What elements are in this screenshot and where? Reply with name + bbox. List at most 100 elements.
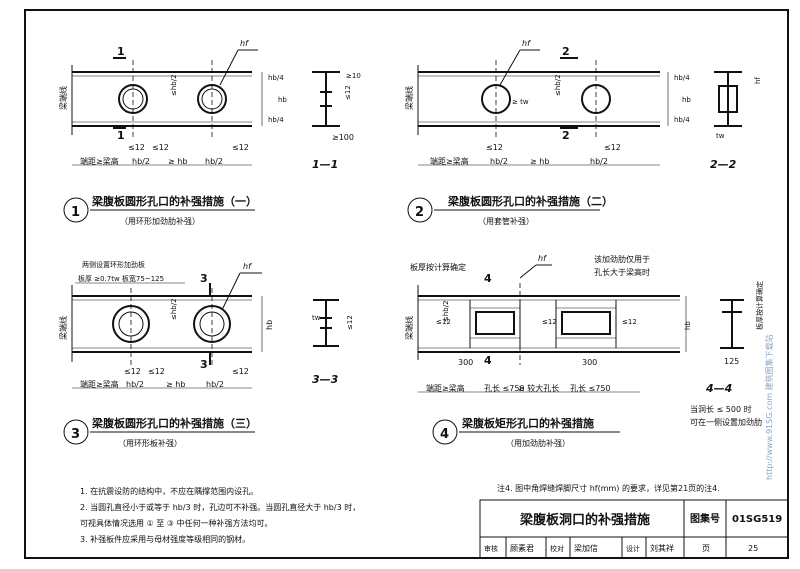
svg-text:≤hb/2: ≤hb/2 (442, 300, 450, 322)
svg-text:hb: hb (278, 96, 287, 104)
svg-text:设计: 设计 (626, 544, 640, 553)
svg-text:≤12: ≤12 (346, 315, 354, 330)
svg-text:≤12: ≤12 (344, 85, 352, 100)
svg-text:≤12: ≤12 (148, 367, 165, 376)
caption-2: 2 梁腹板圆形孔口的补强措施（二） （用套管补强） (407, 194, 613, 226)
svg-text:≤12: ≤12 (622, 318, 637, 326)
svg-text:板厚按计算确定: 板厚按计算确定 (755, 281, 764, 330)
svg-text:可视具体情况选用 ① 至 ③ 中任何一种补强方法均可。: 可视具体情况选用 ① 至 ③ 中任何一种补强方法均可。 (80, 518, 273, 528)
svg-text:hf: hf (240, 39, 249, 48)
svg-text:tw: tw (716, 132, 725, 140)
svg-text:125: 125 (724, 357, 739, 366)
svg-text:2. 当圆孔直径小于或等于 hb/3 时，孔边可不补强。当圆: 2. 当圆孔直径小于或等于 hb/3 时，孔边可不补强。当圆孔直径大于 hb/3… (80, 502, 360, 512)
svg-text:板厚按计算确定: 板厚按计算确定 (410, 262, 466, 272)
svg-text:hf: hf (243, 262, 252, 271)
svg-text:2: 2 (562, 45, 570, 58)
detail-4: 板厚按计算确定 该加劲肋仅用于 孔长大于梁高时 梁端线 4 4 hf ≤12 ≤… (404, 254, 764, 427)
svg-text:审核: 审核 (484, 544, 498, 553)
svg-text:梁端线: 梁端线 (404, 86, 414, 110)
svg-text:≤12: ≤12 (232, 143, 249, 152)
svg-text:≤12: ≤12 (152, 143, 169, 152)
section-1-1: 1—1 (312, 158, 338, 171)
svg-text:hf: hf (538, 254, 547, 263)
section-4-4: 4—4 (705, 382, 732, 395)
beam-edge-label-1: 梁端线 (58, 86, 68, 110)
svg-text:端距≥梁高: 端距≥梁高 (426, 383, 465, 393)
svg-text:hf: hf (754, 77, 762, 84)
svg-text:tw: tw (312, 314, 321, 322)
atlas-number: 01SG519 (732, 514, 782, 525)
svg-text:≤12: ≤12 (128, 143, 145, 152)
svg-text:hb/2: hb/2 (490, 157, 508, 166)
svg-text:hb/2: hb/2 (132, 157, 150, 166)
svg-text:4: 4 (484, 272, 492, 285)
detail-3: 两侧设置环形加劲板 板厚 ≥0.7tw 板宽75~125 梁端线 3 3 hf … (58, 260, 354, 389)
svg-text:（用环形加劲肋补强）: （用环形加劲肋补强） (120, 216, 200, 226)
svg-text:≤hb/2: ≤hb/2 (170, 298, 178, 320)
svg-text:≤12: ≤12 (486, 143, 503, 152)
svg-text:≤hb/2: ≤hb/2 (170, 74, 178, 96)
svg-text:梁加信: 梁加信 (574, 543, 598, 553)
svg-text:1: 1 (117, 129, 125, 142)
svg-text:≤12: ≤12 (124, 367, 141, 376)
note-4: 注4. 图中角焊缝焊脚尺寸 hf(mm) 的要求，详见第21页的注4. (497, 483, 720, 493)
detail-1: 梁端线 1 1 hf ≤hb/2 hb/4 hb hb/4 端距≥梁高 ≤12 … (58, 39, 361, 171)
svg-text:hb/4: hb/4 (674, 116, 690, 124)
svg-text:hb/4: hb/4 (268, 74, 284, 82)
svg-text:刘其祥: 刘其祥 (650, 543, 674, 553)
svg-text:≥100: ≥100 (332, 133, 354, 142)
caption-3: 3 梁腹板圆形孔口的补强措施（三） （用环形板补强） (63, 416, 257, 448)
svg-text:图集号: 图集号 (690, 512, 720, 525)
svg-text:1: 1 (71, 205, 80, 220)
svg-text:≥ tw: ≥ tw (512, 98, 529, 106)
svg-text:≥ hb: ≥ hb (168, 157, 187, 166)
svg-text:hb: hb (682, 96, 691, 104)
svg-text:孔长 ≤750: 孔长 ≤750 (570, 383, 611, 393)
svg-text:300: 300 (458, 358, 473, 367)
svg-text:页: 页 (702, 544, 710, 553)
svg-text:当洞长 ≤ 500 时: 当洞长 ≤ 500 时 (690, 404, 752, 414)
svg-text:板厚 ≥0.7tw 板宽75~125: 板厚 ≥0.7tw 板宽75~125 (78, 274, 164, 283)
svg-text:≤12: ≤12 (232, 367, 249, 376)
caption-4: 4 梁腹板矩形孔口的补强措施 （用加劲肋补强） (432, 416, 620, 448)
svg-text:hb/4: hb/4 (674, 74, 690, 82)
svg-text:2: 2 (562, 129, 570, 142)
svg-text:3: 3 (71, 427, 80, 442)
svg-text:孔长 ≤750: 孔长 ≤750 (484, 383, 525, 393)
svg-text:hb: hb (265, 320, 274, 330)
svg-text:（用环形板补强）: （用环形板补强） (118, 438, 182, 448)
rect-hole-a (475, 311, 515, 335)
svg-text:该加劲肋仅用于: 该加劲肋仅用于 (594, 254, 650, 264)
svg-text:hb: hb (684, 321, 692, 330)
detail-2: 梁端线 2 2 hf ≥ tw ≤hb/2 hb/4 hb hb/4 端距≥梁高… (404, 39, 762, 171)
page-number: 25 (748, 544, 758, 553)
svg-text:孔长大于梁高时: 孔长大于梁高时 (594, 267, 650, 277)
rect-hole-b (561, 311, 611, 335)
svg-text:≥ hb: ≥ hb (166, 380, 185, 389)
svg-text:300: 300 (582, 358, 597, 367)
svg-text:（用套管补强）: （用套管补强） (478, 216, 534, 226)
svg-text:2: 2 (415, 205, 424, 220)
svg-text:校对: 校对 (550, 544, 564, 553)
svg-text:（用加劲肋补强）: （用加劲肋补强） (506, 438, 570, 448)
watermark: http://www.91SG.com 建筑图集下载站 (764, 334, 774, 480)
svg-text:hb/2: hb/2 (205, 157, 223, 166)
svg-text:梁腹板圆形孔口的补强措施（一）: 梁腹板圆形孔口的补强措施（一） (91, 194, 257, 208)
svg-text:端距≥梁高: 端距≥梁高 (80, 156, 119, 166)
svg-text:顾素君: 顾素君 (510, 543, 534, 553)
svg-text:≤12: ≤12 (542, 318, 557, 326)
svg-text:3: 3 (200, 272, 208, 285)
svg-text:4: 4 (440, 427, 449, 442)
svg-text:1. 在抗震设防的结构中，不应在隅撑范围内设孔。: 1. 在抗震设防的结构中，不应在隅撑范围内设孔。 (80, 486, 258, 496)
svg-text:梁端线: 梁端线 (404, 316, 414, 340)
svg-text:端距≥梁高: 端距≥梁高 (430, 156, 469, 166)
svg-text:≥ 较大孔长: ≥ 较大孔长 (518, 383, 559, 393)
svg-text:梁端线: 梁端线 (58, 316, 68, 340)
svg-text:1: 1 (117, 45, 125, 58)
svg-text:hf: hf (522, 39, 531, 48)
svg-text:可在一侧设置加劲肋: 可在一侧设置加劲肋 (690, 417, 762, 427)
svg-text:hb/2: hb/2 (206, 380, 224, 389)
svg-text:梁腹板圆形孔口的补强措施（二）: 梁腹板圆形孔口的补强措施（二） (447, 194, 613, 208)
